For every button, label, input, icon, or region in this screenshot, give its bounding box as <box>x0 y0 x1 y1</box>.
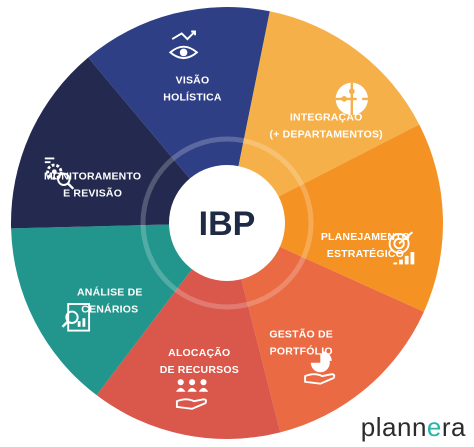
segment-planejamento <box>227 124 444 312</box>
segment-label-line: ALOCAÇÃO <box>168 346 230 359</box>
segment-label-monitoramento: MONITORAMENTO E REVISÃO <box>44 171 141 200</box>
segment-label-line: PORTFÓLIO <box>270 345 333 358</box>
segment-label-line: ANÁLISE DE <box>77 286 143 299</box>
segment-label-line: MONITORAMENTO <box>44 171 141 183</box>
segment-label-line: DE RECURSOS <box>160 364 239 376</box>
segment-label-line: VISÃO <box>176 73 210 86</box>
people-hand-icon <box>175 379 209 410</box>
segment-label-line: ESTRATÉGICO <box>327 247 404 260</box>
hand-pie-chart-icon <box>304 351 336 385</box>
document-magnifier-icon <box>61 303 91 332</box>
settings-magnifier-icon <box>44 157 75 190</box>
segment-label-integracao: INTEGRAÇÃO (+ DEPARTAMENTOS) <box>270 110 383 140</box>
center-circle <box>169 165 285 281</box>
chart-eye-icon <box>168 30 199 60</box>
segment-label-line: INTEGRAÇÃO <box>290 110 363 123</box>
puzzle-icon <box>335 82 368 116</box>
segment-label-visao: VISÃO HOLÍSTICA <box>163 73 222 103</box>
target-chart-icon <box>388 231 415 265</box>
segment-label-line: CENÁRIOS <box>81 303 138 316</box>
segment-label-line: (+ DEPARTAMENTOS) <box>270 128 383 140</box>
center-label: IBP <box>199 205 256 243</box>
segment-analise <box>11 223 227 396</box>
segment-label-alocacao: ALOCAÇÃO DE RECURSOS <box>160 346 239 376</box>
segment-label-line: E REVISÃO <box>63 187 122 200</box>
segment-integracao <box>227 11 420 224</box>
segment-gestao <box>227 223 424 433</box>
segment-label-gestao: GESTÃO DE PORTFÓLIO <box>269 328 333 358</box>
segment-label-line: PLANEJAMENTO <box>321 231 410 243</box>
inner-ring <box>140 136 314 310</box>
segment-label-line: HOLÍSTICA <box>163 90 222 103</box>
brand-logo: plannera <box>360 412 466 442</box>
segment-label-analise: ANÁLISE DE CENÁRIOS <box>77 286 143 316</box>
segment-label-planejamento: PLANEJAMENTO ESTRATÉGICO <box>321 231 410 260</box>
segment-label-line: GESTÃO DE <box>269 328 333 341</box>
